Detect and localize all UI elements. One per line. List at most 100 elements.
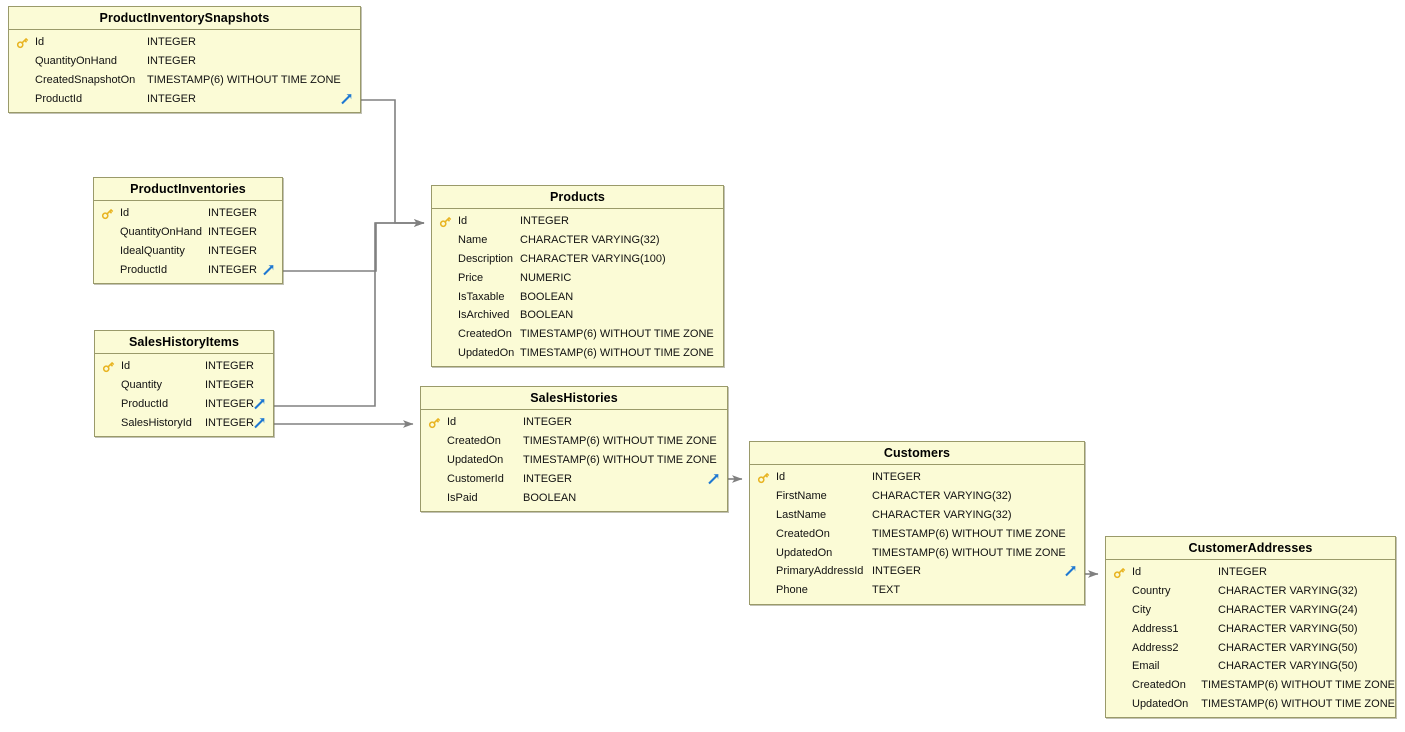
- attribute-name: QuantityOnHand: [120, 226, 202, 239]
- relationship-edge-inventories_to_products[interactable]: [283, 219, 425, 272]
- attribute-name: Phone: [776, 584, 808, 597]
- attribute-type: INTEGER: [523, 416, 572, 429]
- attribute-name: Id: [121, 360, 131, 373]
- primary-key-icon: [95, 359, 121, 374]
- attribute-name: IsTaxable: [458, 290, 505, 303]
- attribute-name: UpdatedOn: [458, 346, 515, 359]
- attribute-row[interactable]: ProductId INTEGER: [95, 395, 273, 414]
- attribute-row[interactable]: UpdatedOn TIMESTAMP(6) WITHOUT TIME ZONE: [421, 451, 727, 470]
- attribute-row[interactable]: Id INTEGER: [421, 413, 727, 432]
- primary-key-icon: [432, 214, 458, 229]
- attribute-type: CHARACTER VARYING(50): [1218, 660, 1358, 673]
- attribute-name: Email: [1132, 660, 1160, 673]
- attribute-name: IsArchived: [458, 309, 510, 322]
- foreign-key-arrow-icon[interactable]: [339, 91, 354, 106]
- entity-title-customer_addresses: CustomerAddresses: [1106, 537, 1395, 560]
- attribute-row[interactable]: Email CHARACTER VARYING(50): [1106, 657, 1395, 676]
- primary-key-icon: [9, 35, 35, 50]
- attribute-name: Id: [447, 416, 457, 429]
- attribute-type: INTEGER: [208, 207, 257, 220]
- entity-title-sales_history_items: SalesHistoryItems: [95, 331, 273, 354]
- foreign-key-arrow-icon[interactable]: [1063, 564, 1078, 579]
- attribute-name: UpdatedOn: [447, 453, 504, 466]
- attribute-type: CHARACTER VARYING(50): [1218, 622, 1358, 635]
- attribute-type: TIMESTAMP(6) WITHOUT TIME ZONE: [523, 435, 717, 448]
- foreign-key-arrow-icon[interactable]: [252, 396, 267, 411]
- attribute-name: IdealQuantity: [120, 244, 185, 257]
- attribute-type: BOOLEAN: [520, 290, 574, 303]
- attribute-name: Price: [458, 271, 484, 284]
- attribute-name: Quantity: [121, 379, 162, 392]
- attribute-type: CHARACTER VARYING(50): [1218, 641, 1358, 654]
- entity-title-product_inventories: ProductInventories: [94, 178, 282, 201]
- relationship-edge-history_items_to_products[interactable]: [274, 219, 425, 407]
- attribute-type: INTEGER: [205, 397, 254, 410]
- foreign-key-arrow-icon[interactable]: [706, 471, 721, 486]
- attribute-name: CreatedOn: [458, 328, 512, 341]
- attribute-row[interactable]: IsTaxable BOOLEAN: [432, 287, 723, 306]
- relationship-edge-snapshots_to_products[interactable]: [361, 99, 425, 227]
- foreign-key-arrow-icon[interactable]: [261, 262, 276, 277]
- attribute-name: QuantityOnHand: [35, 55, 117, 68]
- attribute-type: TIMESTAMP(6) WITHOUT TIME ZONE: [872, 546, 1066, 559]
- attribute-row[interactable]: Name CHARACTER VARYING(32): [432, 231, 723, 250]
- attribute-name: Name: [458, 234, 488, 247]
- attribute-type: NUMERIC: [520, 271, 572, 284]
- attribute-type: INTEGER: [205, 416, 254, 429]
- attribute-row[interactable]: Price NUMERIC: [432, 268, 723, 287]
- attribute-type: TIMESTAMP(6) WITHOUT TIME ZONE: [872, 527, 1066, 540]
- attribute-row[interactable]: UpdatedOn TIMESTAMP(6) WITHOUT TIME ZONE: [432, 344, 723, 363]
- attribute-type: TIMESTAMP(6) WITHOUT TIME ZONE: [520, 346, 714, 359]
- attribute-name: Description: [458, 252, 514, 265]
- foreign-key-arrow-icon[interactable]: [252, 415, 267, 430]
- attribute-name: ProductId: [121, 397, 169, 410]
- attribute-type: CHARACTER VARYING(32): [872, 508, 1012, 521]
- attribute-row[interactable]: Id INTEGER: [9, 33, 360, 52]
- attribute-type: CHARACTER VARYING(32): [520, 234, 660, 247]
- attribute-type: TIMESTAMP(6) WITHOUT TIME ZONE: [523, 453, 717, 466]
- attribute-type: INTEGER: [147, 36, 196, 49]
- attribute-name: Id: [35, 36, 45, 49]
